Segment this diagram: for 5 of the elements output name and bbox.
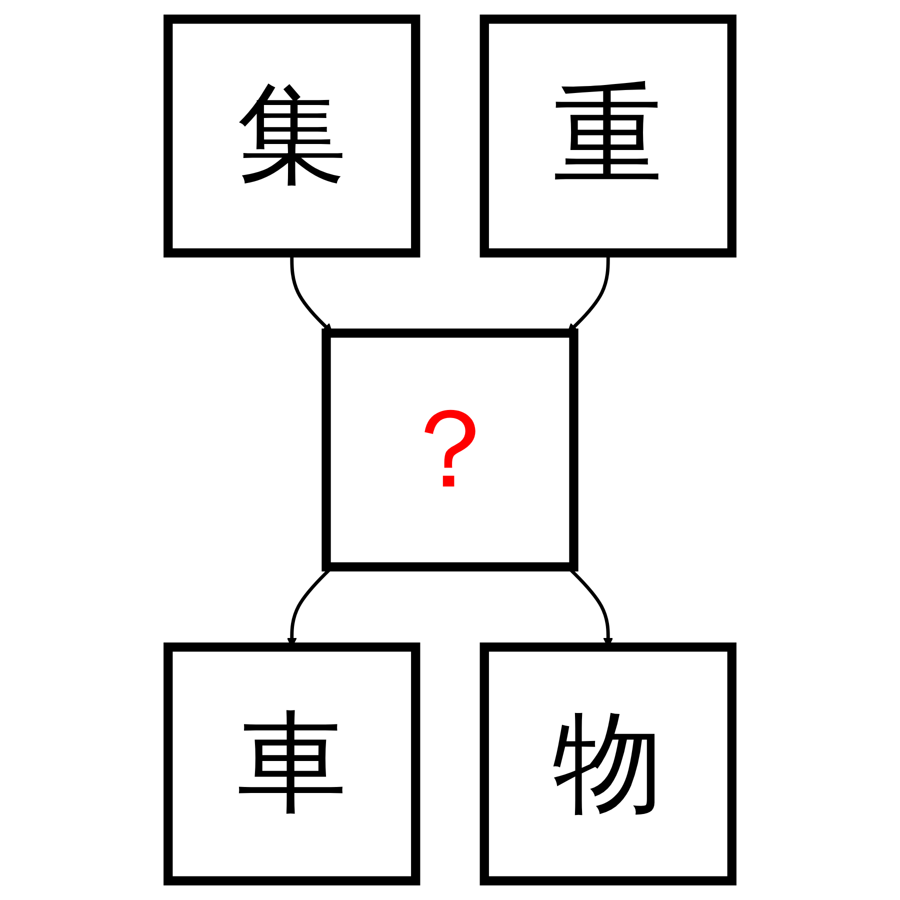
node-box: ？ — [322, 328, 578, 572]
node-box: 重 — [480, 14, 736, 258]
node-box: 物 — [480, 642, 736, 886]
node-box: 車 — [164, 642, 420, 886]
node-box: 集 — [164, 14, 420, 258]
